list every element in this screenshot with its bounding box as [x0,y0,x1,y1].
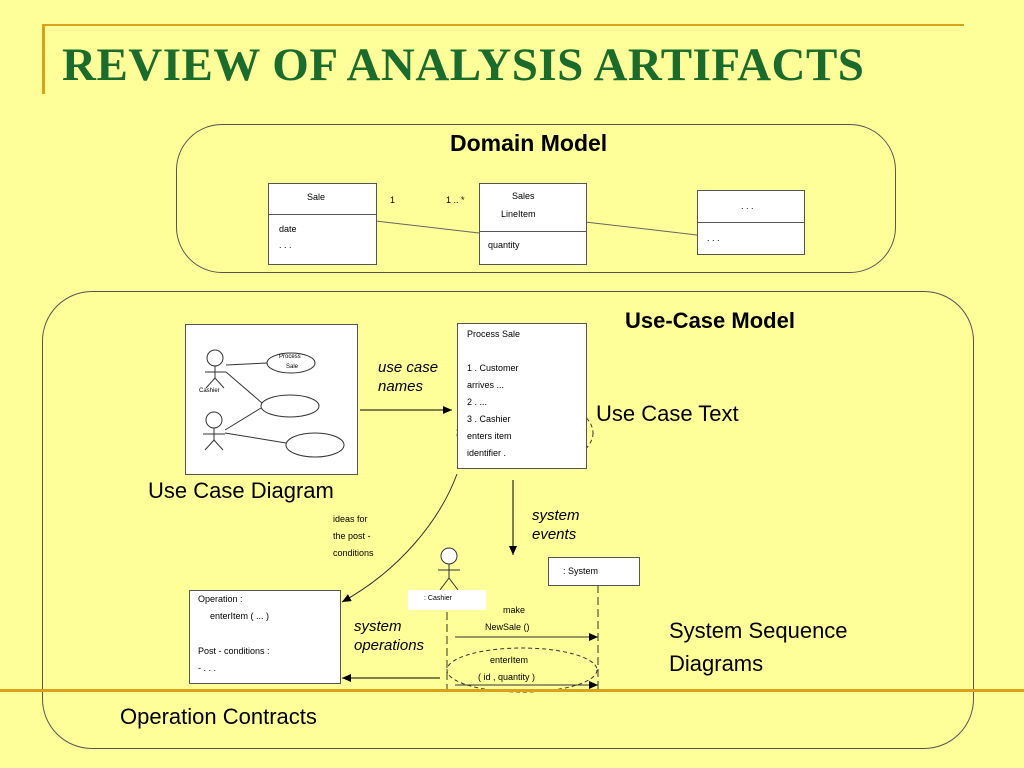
use-case-text-line: identifier . [467,448,507,458]
sale-class-attr: date [279,224,297,234]
use-case-text-line: enters item [467,431,512,441]
operation-contracts-label: Operation Contracts [120,704,317,729]
system-events-label: system events [532,507,580,543]
other-class-attr: . . . [707,233,720,243]
enter-item-label: enterItem [490,655,529,665]
use-case-text-line: Process Sale [467,329,521,339]
ssd-label: Diagrams [669,651,764,676]
make-new-sale-label: make [503,605,526,615]
ideas-label: the post - [333,531,371,541]
sales-line-item-class: Sales LineItem quantity [479,183,587,265]
use-case-text-box: Process Sale 1 . Customer arrives ... 2 … [457,323,587,469]
use-case-diagram-drawing [203,349,345,458]
diagram-usecase-label: Sale [286,364,299,370]
sale-class-name: Sale [307,192,326,202]
left-multiplicity: 1 [390,195,396,205]
use-case-model-region [42,291,974,749]
ssd-system-label: : System [563,566,599,576]
ssd-cashier-actor-icon [438,547,460,591]
enter-item-label: ( id , quantity ) [478,672,536,682]
other-class-name: . . . [741,201,754,211]
diagram-usecase-label: Process [279,354,301,360]
use-case-diagram-label: Use Case Diagram [148,478,334,503]
use-case-names-label: use case names [378,359,439,395]
ssd-label: System Sequence [669,618,848,643]
right-multiplicity: 1 .. * [446,195,465,205]
sale-class: Sale date . . . [268,183,377,265]
use-case-model-heading: Use-Case Model [625,308,795,333]
ideas-label: conditions [333,548,374,558]
contract-line: Post - conditions : [198,646,270,656]
contract-line: Operation : [198,594,243,604]
operation-contract-box: Operation : enterItem ( ... ) Post - con… [189,590,341,684]
other-class: . . . . . . [697,190,805,255]
association-sale-lineitem [375,220,480,234]
contract-line: - . . . [198,663,216,673]
use-case-text-line: 2 . ... [467,397,488,407]
sales-line-item-name: LineItem [501,209,536,219]
sale-class-attr: . . . [279,240,292,250]
ssd-system-box: : System [548,557,640,586]
diagram-actor-label: Cashier [199,388,220,394]
association-lineitem-other [584,221,698,236]
slide-title: REVIEW OF ANALYSIS ARTIFACTS [62,39,865,91]
contract-line: enterItem ( ... ) [210,611,270,621]
domain-model-region [176,124,896,273]
domain-model-heading: Domain Model [450,130,608,156]
system-operations-label: system operations [354,618,425,654]
ideas-label: ideas for [333,514,368,524]
sales-line-item-attr: quantity [488,240,520,250]
ideas-curve [341,473,458,603]
use-case-diagram-thumbnail: Cashier Process Sale [185,324,358,475]
sales-line-item-name: Sales [512,191,535,201]
use-case-text-line: arrives ... [467,380,505,390]
use-case-text-line: 3 . Cashier [467,414,511,424]
make-new-sale-label: NewSale () [485,622,530,632]
top-rule [42,24,964,26]
use-case-text-line: 1 . Customer [467,363,519,373]
title-accent-bar [42,24,45,94]
ssd-cashier-box: : Cashier [408,590,486,610]
ssd-cashier-label: : Cashier [424,595,453,602]
use-case-text-label: Use Case Text [596,401,739,426]
bottom-rule [0,689,1024,692]
enter-item-highlight [446,647,598,693]
